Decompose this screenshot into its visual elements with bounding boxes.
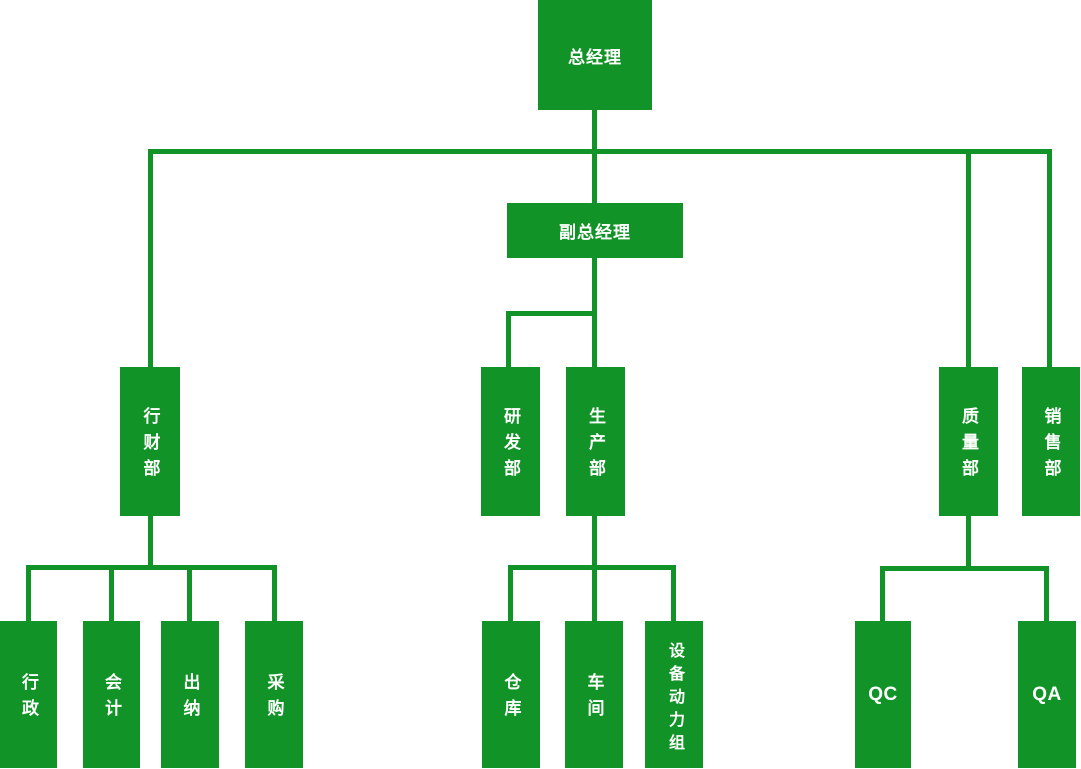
connector-rail-purchasing (272, 565, 277, 621)
connector-quality-rail (880, 566, 1049, 571)
connector-finance-down (148, 516, 153, 570)
org-node-label: 生产部 (586, 407, 605, 485)
connector-main-rail (148, 149, 1052, 154)
org-node-qa: QA (1018, 621, 1076, 768)
org-node-label: 研发部 (501, 407, 520, 485)
org-node-label: 行政 (19, 673, 38, 725)
org-node-general-manager: 总经理 (538, 0, 652, 110)
org-node-label: 总经理 (568, 47, 622, 67)
connector-rail-workshop (592, 565, 597, 621)
org-node-rnd-dept: 研发部 (481, 367, 540, 516)
connector-production-down (592, 516, 597, 570)
org-node-label: 车间 (584, 673, 604, 725)
org-node-accounting: 会计 (83, 621, 140, 768)
connector-rail-qa (1044, 566, 1049, 621)
org-node-sales-dept: 销售部 (1022, 367, 1080, 516)
org-node-label: 会计 (102, 673, 121, 725)
org-node-admin: 行政 (0, 621, 57, 768)
org-node-label: 设备动力组 (666, 641, 683, 757)
connector-finance-rail (26, 565, 277, 570)
org-node-label: 仓库 (501, 673, 521, 725)
org-node-deputy-general-manager: 副总经理 (507, 203, 683, 258)
connector-branch-rnd (506, 311, 511, 367)
org-node-label: 质量部 (959, 407, 978, 485)
org-node-label: QA (1032, 683, 1062, 705)
connector-rail-finance (148, 149, 153, 367)
connector-quality-down (966, 516, 971, 571)
connector-rail-sales (1047, 149, 1052, 367)
org-node-label: 销售部 (1041, 407, 1061, 485)
org-node-label: QC (868, 683, 898, 705)
connector-rail-quality (966, 149, 971, 367)
org-node-production-dept: 生产部 (566, 367, 625, 516)
org-node-quality-dept: 质量部 (939, 367, 998, 516)
org-node-qc: QC (855, 621, 911, 768)
connector-rail-cashier (187, 565, 192, 621)
connector-rail-qc (880, 566, 885, 621)
connector-deputy-rail (506, 311, 597, 316)
org-node-label: 副总经理 (559, 223, 631, 242)
connector-rail-warehouse (508, 565, 513, 621)
org-node-workshop: 车间 (565, 621, 623, 768)
connector-rail-accounting (109, 565, 114, 621)
org-node-warehouse: 仓库 (482, 621, 540, 768)
org-node-label: 行财部 (140, 407, 160, 485)
org-node-cashier: 出纳 (161, 621, 219, 768)
org-node-purchasing: 采购 (245, 621, 303, 768)
org-node-label: 采购 (264, 673, 284, 725)
connector-rail-equipment (671, 565, 676, 621)
org-node-label: 出纳 (180, 673, 200, 725)
connector-ceo-deputy (592, 110, 597, 203)
connector-branch-production (592, 311, 597, 367)
org-node-equipment-power-group: 设备动力组 (645, 621, 703, 768)
connector-deputy-branch (592, 258, 597, 316)
org-node-finance-dept: 行财部 (120, 367, 180, 516)
connector-rail-admin (26, 565, 31, 621)
